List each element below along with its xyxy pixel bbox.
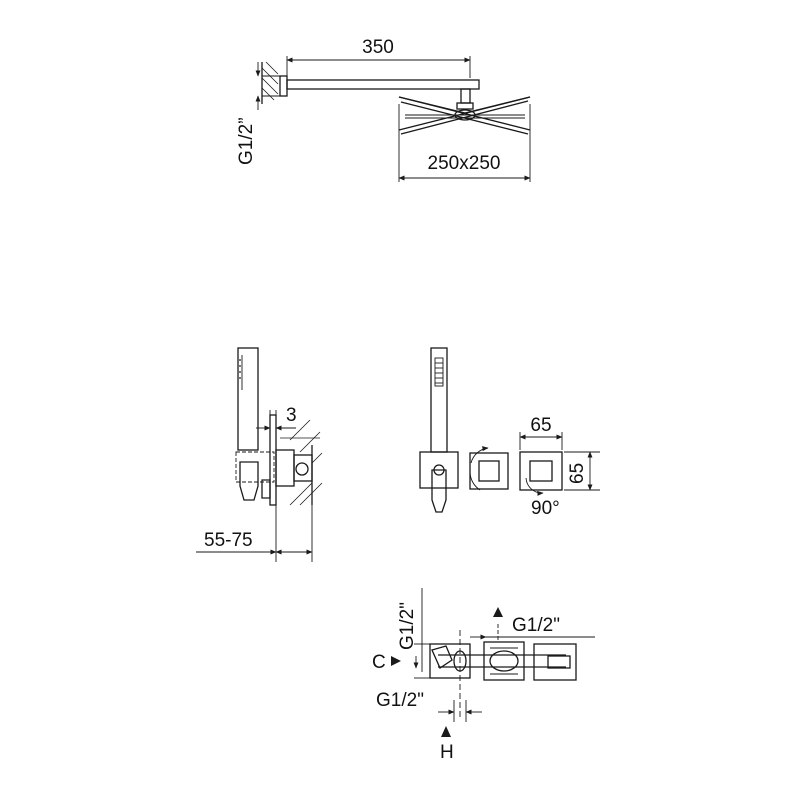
- dim-label-side-connection: G1/2": [397, 602, 418, 650]
- wall-hatch-side: [280, 419, 323, 506]
- dim-label-wall-offset: 3: [286, 405, 297, 426]
- shower-head-plate: [398, 96, 531, 135]
- dim-label-head-size: 250x250: [428, 153, 501, 174]
- arm-drop-tube: [460, 88, 471, 104]
- dim-label-depth-range: 55-75: [204, 530, 253, 551]
- holder-plate-front: [419, 451, 459, 489]
- arm-wall-flange: [279, 75, 288, 97]
- valve-knob-side: [295, 462, 309, 476]
- control-plate-left: [469, 446, 509, 491]
- dim-label-arm-length: 350: [362, 37, 394, 58]
- shower-arm: [286, 79, 480, 90]
- hot-arrow-icon: [441, 726, 451, 737]
- valve-left-block: [429, 643, 471, 679]
- cold-label: C: [372, 652, 386, 673]
- shower-head-view: 350 G1/2” 250x250: [236, 37, 531, 182]
- valve-body-view: G1/2" G1/2" C G1/2" H: [372, 588, 595, 763]
- valve-center-block: [483, 641, 525, 681]
- dim-label-plate-height: 65: [567, 463, 588, 484]
- valve-right-block: [533, 643, 577, 681]
- dim-label-rotation: 90°: [531, 498, 560, 519]
- dim-label-inlet-connection: G1/2": [376, 690, 424, 711]
- control-plate-right: 90° 65 65: [519, 415, 600, 519]
- hand-shower-front-handle: [430, 347, 448, 453]
- dim-label-outlet-connection: G1/2": [512, 615, 560, 636]
- hot-label: H: [440, 742, 454, 763]
- hand-shower-side-view: 3 55-75: [196, 347, 323, 562]
- dim-label-arm-connection: G1/2”: [236, 117, 257, 165]
- wall-plate-side: [269, 414, 277, 506]
- cold-arrow-icon: [391, 656, 401, 666]
- dim-label-plate-width: 65: [530, 415, 551, 436]
- hand-shower-handle: [237, 347, 259, 451]
- wall-hatch-top: [261, 61, 279, 104]
- hand-shower-front-view: [419, 347, 459, 513]
